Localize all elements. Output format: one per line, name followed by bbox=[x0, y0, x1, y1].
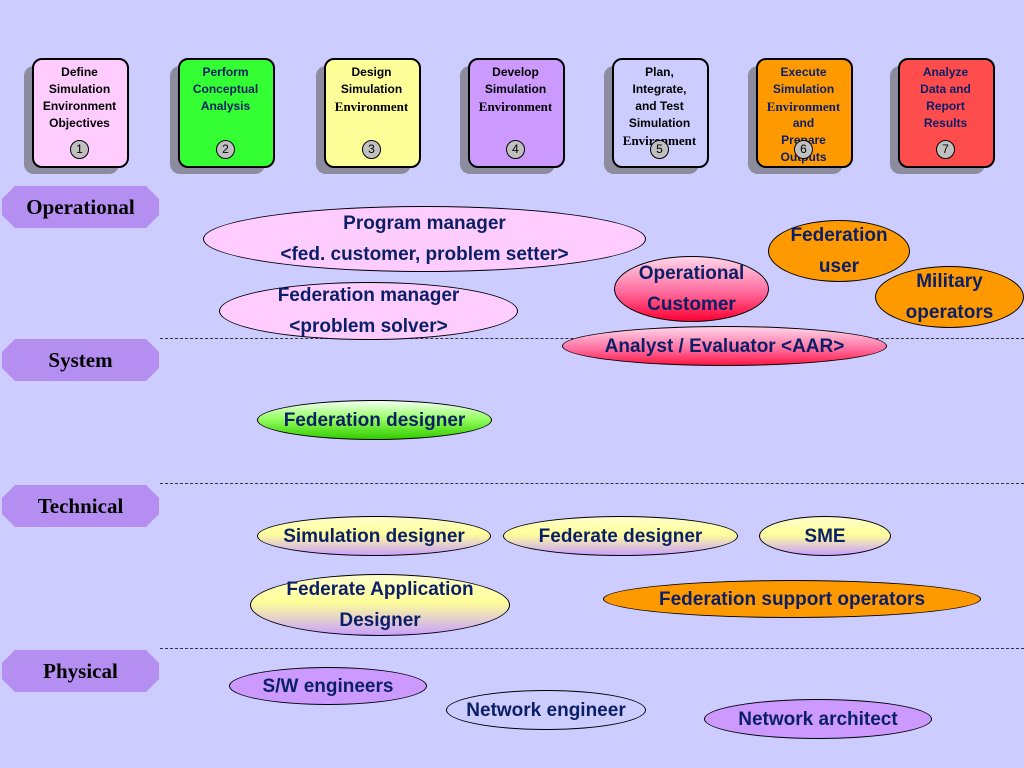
role-operational-customer: Operational Customer bbox=[614, 256, 769, 322]
step-card-line: Analyze bbox=[922, 65, 969, 79]
divider-technical-physical bbox=[160, 648, 1024, 649]
role-federation-manager-line-2: <problem solver> bbox=[289, 316, 448, 337]
step-number-badge: 7 bbox=[936, 140, 955, 159]
role-analyst-evaluator: Analyst / Evaluator <AAR> bbox=[562, 326, 887, 366]
role-program-manager-line-1: Program manager bbox=[343, 213, 506, 234]
step-card-line: Plan, bbox=[645, 65, 674, 79]
role-program-manager-line-2: <fed. customer, problem setter> bbox=[280, 244, 569, 265]
step-card-text: Plan,Integrate,and TestSimulationEnviron… bbox=[612, 64, 707, 149]
role-military-operators: Military operators bbox=[875, 266, 1024, 328]
step-number-badge: 5 bbox=[650, 140, 669, 159]
step-card-line: Report bbox=[926, 99, 965, 113]
step-card-line: Environment bbox=[478, 99, 553, 114]
step-card-line: and Test bbox=[635, 99, 684, 113]
step-card-line: Data and bbox=[920, 82, 971, 96]
role-federation-support-operators: Federation support operators bbox=[603, 580, 981, 618]
step-card-line: Environment bbox=[42, 99, 117, 113]
role-federation-manager: Federation manager <problem solver> bbox=[219, 282, 518, 340]
step-card-text: ExecuteSimulationEnvironmentandPrepareOu… bbox=[756, 64, 851, 166]
layer-operational: Operational bbox=[2, 186, 159, 228]
role-military-operators-line-1: Military bbox=[916, 271, 983, 292]
role-federation-user-line-2: user bbox=[818, 256, 860, 277]
step-card-line: Simulation bbox=[772, 82, 835, 96]
step-card-line: Environment bbox=[334, 99, 409, 114]
role-federate-designer: Federate designer bbox=[503, 516, 738, 556]
role-simulation-designer: Simulation designer bbox=[257, 516, 491, 556]
step-card-line: Perform bbox=[202, 65, 249, 79]
step-number-badge: 4 bbox=[506, 140, 525, 159]
step-card-line: and bbox=[792, 116, 815, 130]
step-card-body bbox=[612, 58, 709, 168]
role-operational-customer-line-1: Operational bbox=[638, 263, 745, 284]
step-card-line: Simulation bbox=[48, 82, 111, 96]
step-card-line: Environment bbox=[766, 99, 841, 114]
step-card-line: Objectives bbox=[49, 116, 110, 130]
step-number-badge: 3 bbox=[362, 140, 381, 159]
role-federation-user-line-1: Federation bbox=[790, 225, 888, 246]
step-number-badge: 1 bbox=[70, 140, 89, 159]
step-card-line: Conceptual bbox=[192, 82, 259, 96]
role-operational-customer-line-2: Customer bbox=[647, 294, 736, 315]
step-card-line: Integrate, bbox=[632, 82, 687, 96]
role-network-architect: Network architect bbox=[704, 699, 932, 739]
layer-technical: Technical bbox=[2, 485, 159, 527]
role-network-engineer: Network engineer bbox=[446, 690, 646, 730]
step-card-line: Results bbox=[923, 116, 968, 130]
layer-physical: Physical bbox=[2, 650, 159, 692]
role-sme: SME bbox=[759, 516, 891, 556]
layer-system: System bbox=[2, 339, 159, 381]
step-card-line: Execute bbox=[780, 65, 827, 79]
role-military-operators-line-2: operators bbox=[905, 302, 994, 323]
role-sw-engineers: S/W engineers bbox=[229, 667, 427, 705]
step-card-line: Simulation bbox=[340, 82, 403, 96]
role-federate-application-designer-line-1: Federate Application bbox=[286, 579, 474, 600]
step-card-6: ExecuteSimulationEnvironmentandPrepareOu… bbox=[748, 58, 853, 174]
step-card-line: Develop bbox=[492, 65, 539, 79]
role-federation-user: Federation user bbox=[768, 220, 910, 282]
step-number-badge: 6 bbox=[794, 140, 813, 159]
step-card-line: Analysis bbox=[200, 99, 251, 113]
role-federate-application-designer: Federate Application Designer bbox=[250, 574, 510, 636]
divider-system-technical bbox=[160, 483, 1024, 484]
role-federation-designer: Federation designer bbox=[257, 400, 492, 440]
role-program-manager: Program manager <fed. customer, problem … bbox=[203, 206, 646, 272]
role-federation-manager-line-1: Federation manager bbox=[277, 285, 460, 306]
role-federate-application-designer-line-2: Designer bbox=[339, 610, 421, 631]
step-card-line: Simulation bbox=[628, 116, 691, 130]
step-card-line: Design bbox=[351, 65, 392, 79]
step-card-line: Define bbox=[61, 65, 98, 79]
step-card-5: Plan,Integrate,and TestSimulationEnviron… bbox=[604, 58, 709, 174]
step-number-badge: 2 bbox=[216, 140, 235, 159]
step-card-line: Simulation bbox=[484, 82, 547, 96]
